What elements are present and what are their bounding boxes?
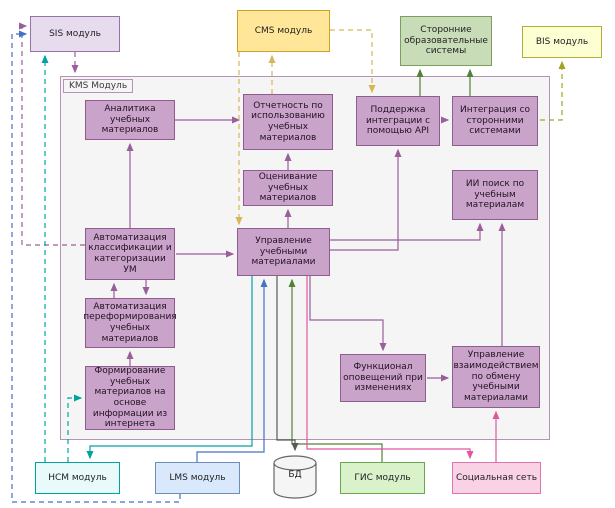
edge-management-db [276, 276, 299, 452]
node-edu-systems: Сторонние образовательные системы [400, 16, 492, 66]
node-ncm-label: НСМ модуль [48, 472, 107, 483]
node-bis-module: BIS модуль [522, 26, 602, 58]
node-integration: Интеграция со сторонними системами [452, 96, 538, 146]
node-social-label: Социальная сеть [455, 472, 538, 483]
node-formation-label: Формирование учебных материалов на основ… [92, 366, 168, 430]
node-classification: Автоматизация классификации и категориза… [85, 228, 175, 280]
node-ncm-module: НСМ модуль [35, 462, 120, 494]
node-reform: Автоматизация переформирования учебных м… [83, 298, 177, 348]
edge-gis-management [288, 278, 383, 462]
node-reporting: Отчетность по использованию учебных мате… [243, 94, 333, 150]
edge-management-notifications [309, 276, 387, 352]
node-exchange: Управление взаимодействием по обмену уче… [452, 346, 540, 408]
node-ai-search-label: ИИ поиск по учебным материалам [465, 179, 525, 211]
edge-lms-sis [11, 30, 181, 503]
node-lms-module: LMS модуль [155, 462, 240, 494]
node-exchange-label: Управление взаимодействием по обмену уче… [453, 350, 539, 403]
node-lms-label: LMS модуль [169, 472, 226, 483]
node-management: Управление учебными материалами [237, 228, 330, 276]
node-social-network: Социальная сеть [452, 462, 541, 494]
node-gis-label: ГИС модуль [354, 472, 411, 483]
node-bis-label: BIS модуль [535, 36, 589, 47]
edge-classification-sis [18, 22, 85, 246]
node-cms-label: CMS модуль [254, 25, 313, 36]
node-api-support-label: Поддержка интеграции с помощью API [365, 105, 431, 137]
node-analytics-label: Аналитика учебных материалов [101, 104, 159, 136]
edge-management-api-support [330, 148, 402, 251]
node-assessment-label: Оценивание учебных материалов [258, 172, 318, 204]
node-assessment: Оценивание учебных материалов [243, 170, 333, 206]
node-analytics: Аналитика учебных материалов [85, 100, 175, 140]
node-classification-label: Автоматизация классификации и категориза… [88, 232, 172, 275]
node-edu-systems-label: Сторонние образовательные системы [404, 25, 488, 57]
node-integration-label: Интеграция со сторонними системами [459, 105, 531, 137]
node-notifications-label: Функционал оповещений при изменениях [343, 362, 423, 394]
edge-lms-management [196, 278, 268, 462]
edge-management-ncm [86, 276, 253, 460]
node-reporting-label: Отчетность по использованию учебных мате… [251, 100, 325, 143]
node-gis-module: ГИС модуль [340, 462, 425, 494]
node-database-label: БД [288, 470, 302, 480]
node-notifications: Функционал оповещений при изменениях [340, 354, 426, 402]
edge-cms-api-support [330, 29, 376, 94]
node-cms-module: CMS модуль [237, 10, 330, 52]
node-sis-module: SIS модуль [30, 16, 120, 52]
node-management-label: Управление учебными материалами [251, 236, 316, 268]
edge-management-ai-search [330, 222, 484, 241]
node-sis-label: SIS модуль [49, 28, 101, 39]
edge-integration-bis [540, 60, 566, 121]
node-database: БД [273, 454, 317, 500]
node-api-support: Поддержка интеграции с помощью API [356, 96, 440, 146]
node-ai-search: ИИ поиск по учебным материалам [452, 170, 538, 220]
edge-management-social [306, 276, 474, 460]
node-reform-label: Автоматизация переформирования учебных м… [83, 301, 177, 344]
node-formation: Формирование учебных материалов на основ… [85, 366, 175, 430]
kms-module-label: KMS Модуль [63, 79, 134, 93]
database-cylinder-icon [273, 455, 317, 499]
edge-ncm-formation [67, 394, 83, 462]
